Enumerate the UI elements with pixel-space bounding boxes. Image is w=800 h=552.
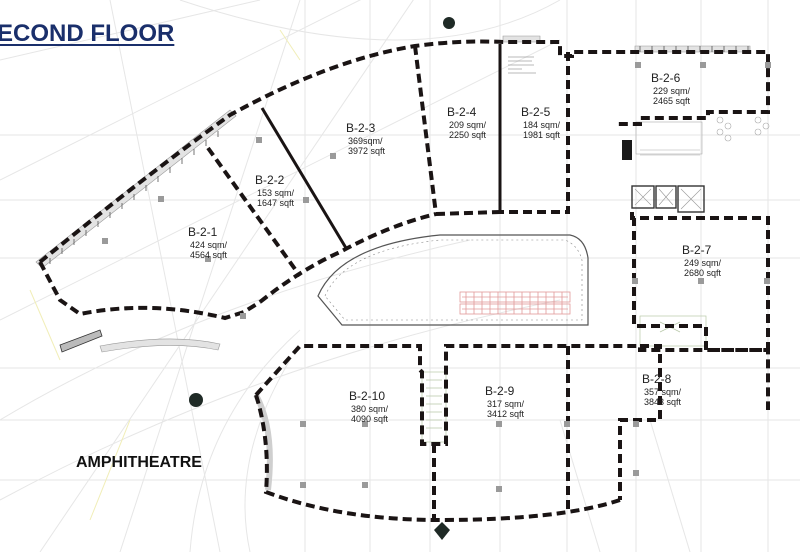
unit-sqm: 357 sqm/ — [644, 387, 682, 397]
unit-b-2-10[interactable]: B-2-10 380 sqm/ 4090 sqft — [349, 390, 388, 424]
escalators — [459, 291, 571, 315]
unit-sqft: 4564 sqft — [190, 250, 228, 260]
unit-sqm: 424 sqm/ — [190, 240, 228, 250]
elevator-core — [631, 185, 705, 213]
unit-sqft: 1981 sqft — [523, 130, 561, 140]
unit-code: B-2-10 — [349, 389, 386, 403]
unit-code: B-2-1 — [188, 225, 218, 239]
unit-sqm: 153 sqm/ — [257, 188, 295, 198]
unit-sqft: 4090 sqft — [351, 414, 389, 424]
unit-b-2-7[interactable]: B-2-7 249 sqm/ 2680 sqft — [682, 244, 721, 278]
unit-sqft: 2680 sqft — [684, 268, 722, 278]
unit-b-2-8[interactable]: B-2-8 357 sqm/ 3843 sqft — [642, 373, 681, 407]
unit-sqft: 3412 sqft — [487, 409, 525, 419]
solid-partitions — [260, 44, 502, 249]
service-shaft — [622, 140, 632, 160]
unit-b-2-3[interactable]: B-2-3 369sqm/ 3972 sqft — [346, 122, 385, 156]
unit-b-2-4[interactable]: B-2-4 209 sqm/ 2250 sqft — [447, 106, 486, 140]
unit-sqm: 249 sqm/ — [684, 258, 722, 268]
unit-sqm: 229 sqm/ — [653, 86, 691, 96]
amphitheatre-label: AMPHITHEATRE — [76, 454, 202, 471]
unit-b-2-5[interactable]: B-2-5 184 sqm/ 1981 sqft — [521, 106, 560, 140]
unit-code: B-2-6 — [651, 71, 681, 85]
page-title: ECOND FLOOR — [0, 20, 175, 47]
washroom-area — [635, 116, 770, 156]
unit-code: B-2-3 — [346, 121, 376, 135]
atrium-void — [317, 234, 589, 326]
facade-glazing — [35, 35, 751, 353]
unit-sqm: 317 sqm/ — [487, 399, 525, 409]
small-annotation — [508, 56, 536, 74]
unit-sqft: 3972 sqft — [348, 146, 386, 156]
unit-code: B-2-4 — [447, 105, 477, 119]
unit-code: B-2-2 — [255, 173, 285, 187]
landmark-markers — [189, 17, 455, 540]
unit-boundaries — [38, 39, 770, 523]
unit-sqft: 1647 sqft — [257, 198, 295, 208]
unit-sqm: 184 sqm/ — [523, 120, 561, 130]
unit-b-2-9[interactable]: B-2-9 317 sqm/ 3412 sqft — [485, 385, 524, 419]
unit-code: B-2-9 — [485, 384, 515, 398]
unit-b-2-1[interactable]: B-2-1 424 sqm/ 4564 sqft — [188, 226, 227, 260]
unit-code: B-2-5 — [521, 105, 551, 119]
unit-b-2-6[interactable]: B-2-6 229 sqm/ 2465 sqft — [651, 72, 690, 106]
unit-sqm: 369sqm/ — [348, 136, 383, 146]
unit-sqm: 380 sqm/ — [351, 404, 389, 414]
unit-sqft: 2465 sqft — [653, 96, 691, 106]
unit-code: B-2-8 — [642, 372, 672, 386]
unit-sqm: 209 sqm/ — [449, 120, 487, 130]
unit-b-2-2[interactable]: B-2-2 153 sqm/ 1647 sqft — [255, 174, 294, 208]
column-markers — [102, 62, 771, 492]
unit-code: B-2-7 — [682, 243, 712, 257]
unit-sqft: 2250 sqft — [449, 130, 487, 140]
unit-sqft: 3843 sqft — [644, 397, 682, 407]
